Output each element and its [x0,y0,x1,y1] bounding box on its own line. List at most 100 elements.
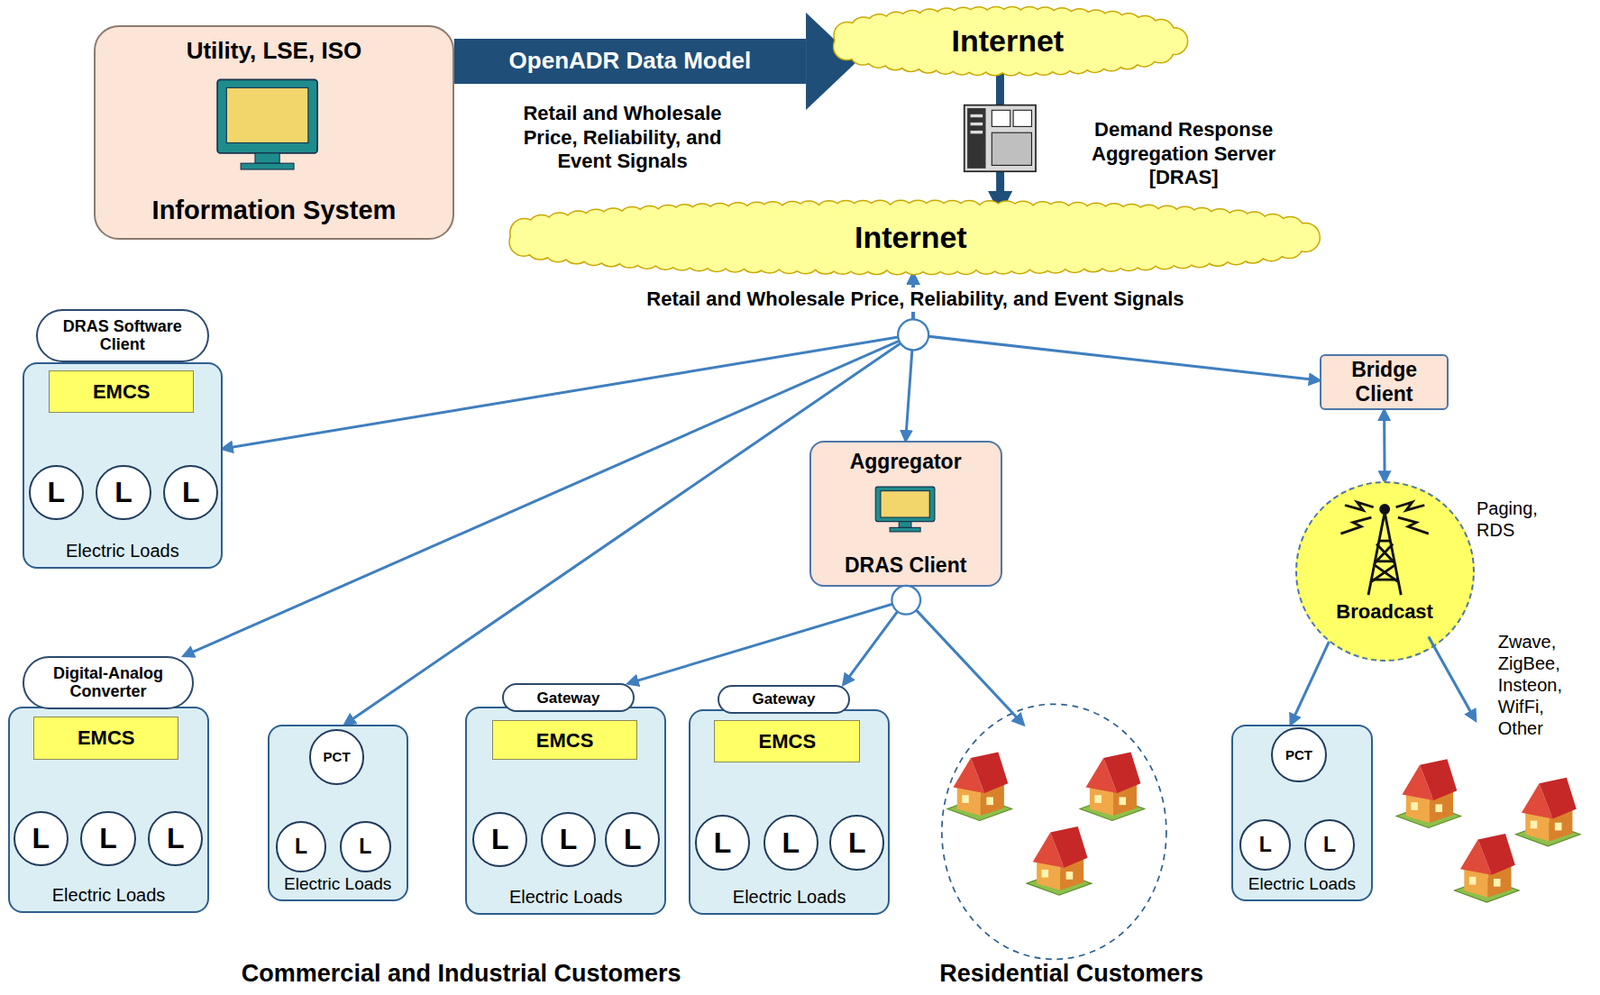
load-circle: L [829,814,885,870]
antenna-icon [1371,564,1396,582]
house-icon [1396,758,1581,903]
load-circle: L [80,811,136,867]
node-label: L [114,475,133,510]
node-label: L [1259,832,1272,857]
node-label: PCT [1285,747,1313,763]
node-label: DRAS Client [844,553,967,577]
emcs-box: EMCS [33,716,179,761]
load-circle: L [95,465,151,521]
client-label-pill: DRAS Software Client [36,309,210,363]
monitor-icon [217,79,318,170]
monitor-icon [875,486,935,522]
annotation-label: Retail and Wholesale Price, Reliability,… [640,287,1189,311]
signal-connector [843,586,907,686]
node-label: Electric Loads [65,540,180,562]
monitor-icon [880,491,930,518]
house-icon [1453,833,1519,903]
house-icon [1396,758,1462,828]
node-label: Utility, LSE, ISO [186,37,363,65]
pct-circle: PCT [309,729,365,785]
antenna-icon [1368,512,1385,595]
node-label: L [491,822,510,857]
antenna-icon [1378,539,1391,543]
load-circle: L [13,811,69,867]
aggregator-box: AggregatorDRAS Client [809,440,1003,587]
emcs-box: EMCS [713,720,860,762]
signal-connector [183,274,915,657]
node-label: L [46,475,65,510]
customer-site-box: Electric LoadsEMCSLLL [8,706,210,914]
signal-arrow [916,610,1024,725]
node-label: EMCS [92,380,151,403]
load-circle: L [339,821,392,873]
cloud-fill [516,214,1306,260]
node-label: L [99,822,118,856]
junction-hub [897,319,929,350]
node-label: Electric Loads [52,885,166,906]
customer-site-box: Electric LoadsPCTLL [1231,724,1372,902]
annotation-label: Retail and Wholesale Price, Reliability,… [498,101,747,174]
antenna-icon [1371,578,1398,582]
load-circle: L [472,812,528,868]
client-label-pill: Digital-Analog Converter [22,656,194,710]
node-label: DRAS Software Client [54,317,191,355]
client-label-pill: Gateway [502,683,635,713]
client-label-pill: Gateway [717,685,851,715]
annotation-label: Demand Response Aggregation Server [DRAS… [1073,118,1295,190]
node-label: Internet [951,23,1065,59]
node-label: Digital-Analog Converter [40,664,176,702]
internet-cloud: Internet [826,5,1189,77]
junction-hub [891,319,929,614]
node-label: Broadcast [1335,600,1434,623]
junction-hub [891,585,921,615]
monitor-icon [875,486,935,532]
node-label: Internet [854,219,968,256]
server-icon [967,108,986,169]
server-icon [964,105,1036,173]
customer-site-box: Electric LoadsEMCSLLL [22,362,223,569]
load-circle: L [540,812,596,868]
residential-group [941,704,1167,960]
server-icon [970,114,984,118]
customer-site-box: Electric Loads EMCS L L L [688,709,890,916]
residential-group [941,704,1167,960]
node-label: Bridge Client [1334,357,1435,406]
signal-connector [1290,638,1331,725]
cloud-fill [841,19,1174,63]
emcs-box: EMCS [48,370,194,414]
antenna-icon [1340,517,1372,534]
monitor-icon [226,87,309,143]
load-circle: L [163,465,219,521]
node-label: L [713,826,732,860]
server-icon [970,130,984,134]
section-heading: Commercial and Industrial Customers [241,959,682,988]
load-circle: L [275,821,328,873]
server-icon [970,122,984,126]
node-label: Information System [152,195,397,226]
node-label: Gateway [751,690,815,709]
antenna-icon [1376,544,1395,565]
data-model-arrow [454,38,806,84]
load-circle: L [604,812,660,868]
node-label: L [848,826,867,860]
emcs-box: EMCS [492,720,639,760]
antenna-icon [1398,517,1429,534]
antenna-icon [1384,512,1401,595]
node-label: L [31,822,50,856]
signal-arrow [916,610,1476,725]
monitor-icon [898,521,912,529]
monitor-icon [889,527,921,532]
node-label: L [1323,832,1336,857]
monitor-icon [217,79,318,154]
node-label: Aggregator [850,449,962,474]
residential-group [1026,826,1092,896]
server-icon [964,105,1036,173]
node-label: EMCS [536,729,595,752]
node-label: Electric Loads [732,886,847,908]
server-icon [1013,109,1032,127]
signal-connector [628,586,906,685]
bridge-client-box: Bridge Client [1319,354,1450,411]
node-label: L [782,826,801,860]
